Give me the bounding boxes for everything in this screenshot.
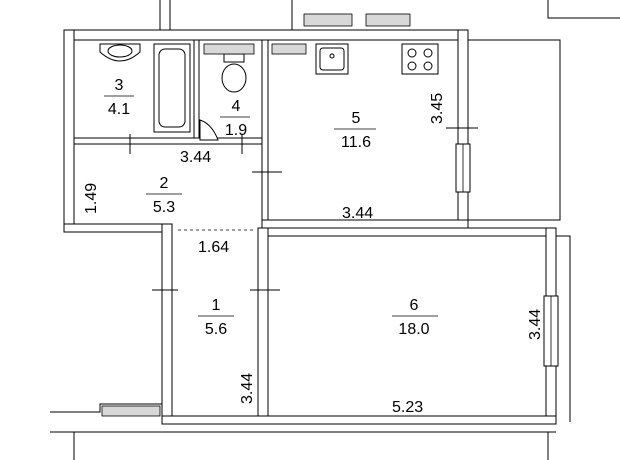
dim-room5-width: 3.44 <box>342 205 373 222</box>
stove-icon <box>401 43 439 75</box>
radiator-icon <box>303 13 353 27</box>
wall-hall-left <box>161 223 173 423</box>
counter-icon <box>271 43 307 55</box>
room-1-area: 5.6 <box>205 321 227 338</box>
wall-corridor-bottom <box>63 223 171 233</box>
room-3-area: 4.1 <box>108 101 130 118</box>
doors <box>129 127 478 291</box>
dim-corridor-height: 1.49 <box>83 183 100 214</box>
room-3-number: 3 <box>115 77 124 94</box>
dim-room5-height: 3.45 <box>429 93 446 124</box>
wall-top <box>63 29 469 41</box>
room-5-number: 5 <box>352 110 361 127</box>
toilet-icon <box>223 53 245 63</box>
windows <box>455 143 559 367</box>
wall-bath-bottom <box>73 137 263 145</box>
wall-room6-top <box>267 227 555 237</box>
walls <box>50 0 620 460</box>
room-labels: 3 4.1 4 1.9 5 11.6 2 5.3 1 5.6 6 18.0 <box>108 77 430 338</box>
room-2-number: 2 <box>160 175 169 192</box>
room-6-area: 18.0 <box>398 321 429 338</box>
fixtures <box>99 13 439 417</box>
lower-wall-left <box>50 403 162 413</box>
room-4-area: 1.9 <box>225 122 247 139</box>
balcony-lower-outline <box>556 235 571 422</box>
wall-left-upper <box>63 29 75 227</box>
label-lines <box>104 95 438 317</box>
wall-hall-right <box>257 227 269 423</box>
room-2-area: 5.3 <box>153 199 175 216</box>
room-4-number: 4 <box>232 98 241 115</box>
wall-bath-wc <box>193 39 200 145</box>
room-5-area: 11.6 <box>341 134 371 151</box>
dimension-labels: 3.45 3.44 3.44 1.49 1.64 3.44 3.44 5.23 <box>83 93 544 416</box>
lower-wall-step <box>50 431 75 460</box>
dim-corridor-top-width: 3.44 <box>180 149 211 166</box>
wall-kitchen-left <box>261 39 269 227</box>
top-wall-fragment-4 <box>547 0 620 19</box>
dim-hall-width: 1.64 <box>198 239 229 256</box>
radiator-icon <box>101 405 161 417</box>
balcony-outline <box>468 39 561 221</box>
sink-icon <box>199 119 219 141</box>
dim-room6-height: 3.44 <box>527 309 544 340</box>
room-6-number: 6 <box>410 297 419 314</box>
radiator-icon <box>365 13 411 27</box>
room-1-number: 1 <box>212 297 221 314</box>
dim-room6-width: 5.23 <box>392 399 423 416</box>
wall-bottom <box>161 415 557 425</box>
dim-hall-length: 3.44 <box>239 373 256 404</box>
counter-icon <box>203 43 255 55</box>
